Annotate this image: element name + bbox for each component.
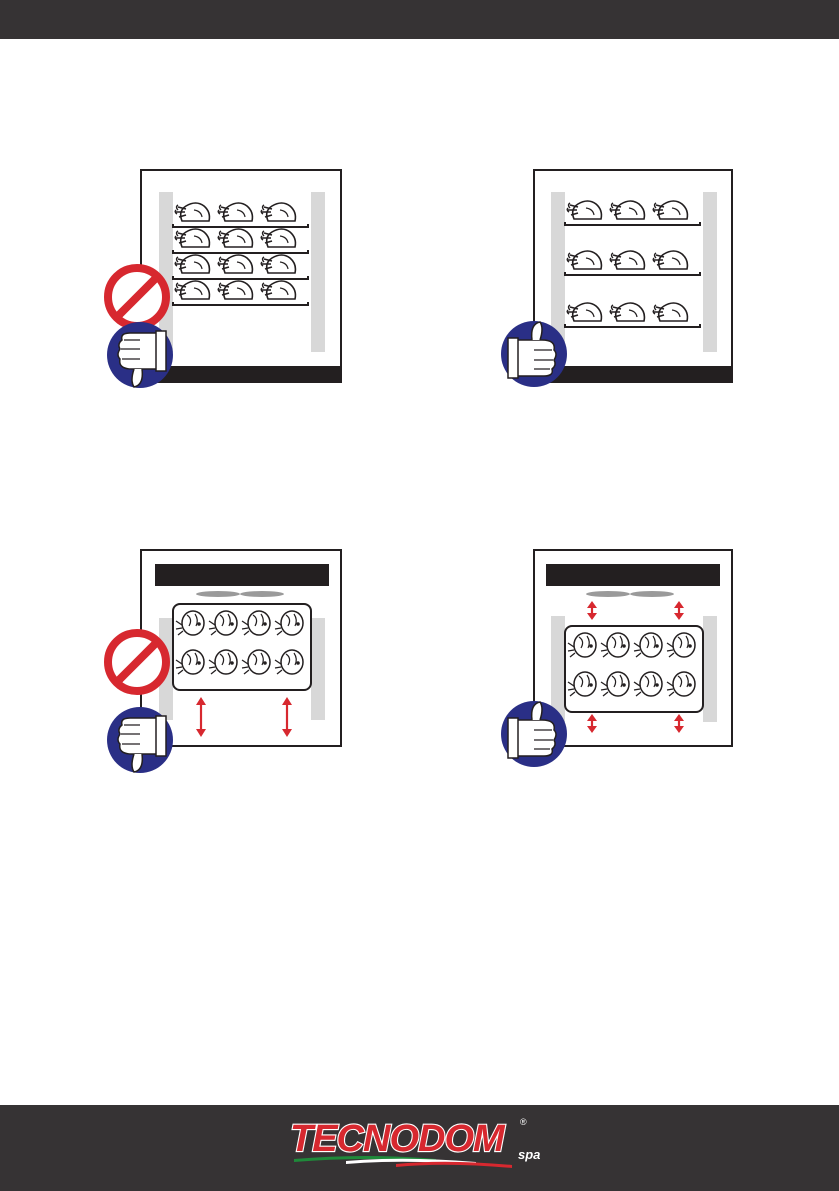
thumbs-up-icon (501, 321, 567, 387)
registered-mark: ® (520, 1117, 527, 1127)
prohibited-icon (108, 633, 166, 691)
oven-fish-tray-high-figure (100, 548, 346, 780)
oven-fish-tray-centered-figure (496, 548, 736, 780)
thumbs-down-icon (107, 707, 173, 773)
header-bar (0, 0, 839, 39)
prohibited-icon (108, 268, 166, 326)
thumbs-up-icon (501, 701, 567, 767)
oven-roast-overloaded-figure (100, 168, 346, 400)
brand-suffix: spa (518, 1147, 540, 1162)
tecnodom-logo: TECNODOM ® spa (286, 1115, 548, 1171)
oven-roast-spaced-figure (496, 168, 736, 400)
brand-name: TECNODOM (290, 1118, 506, 1160)
thumbs-down-icon (107, 322, 173, 388)
